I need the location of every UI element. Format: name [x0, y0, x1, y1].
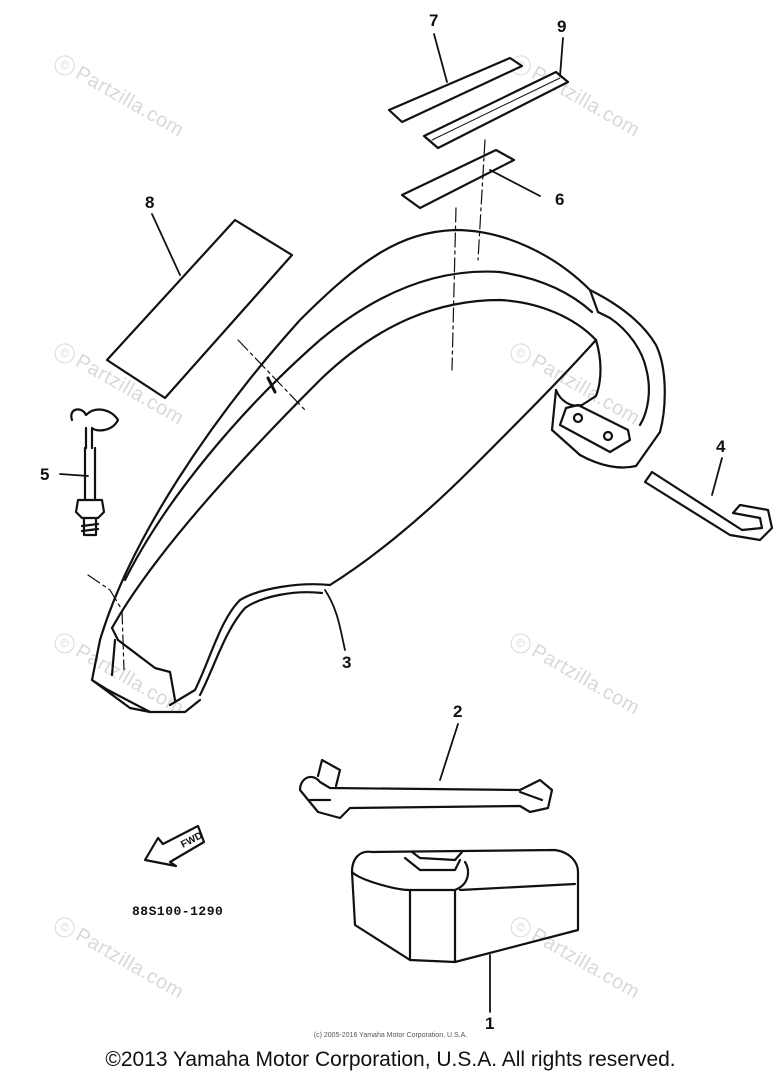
part-3-cover [87, 228, 666, 714]
part-6-sticker [400, 148, 516, 210]
part-number-label: 88S100-1290 [132, 904, 224, 919]
part-7-sticker [387, 56, 524, 124]
callout-3: 3 [342, 653, 352, 672]
part-4-rod [643, 470, 774, 542]
part-8-sticker [105, 218, 294, 400]
callout-8: 8 [145, 193, 155, 212]
fwd-arrow-icon [143, 824, 206, 868]
callout-6: 6 [555, 190, 565, 209]
callout-5: 5 [40, 465, 50, 484]
part-2-strap [298, 758, 554, 820]
part-1-box [350, 848, 580, 964]
part-5-wing-bolt [70, 408, 120, 537]
part-9-sticker [422, 70, 570, 150]
callout-9: 9 [557, 17, 567, 36]
callout-4: 4 [716, 437, 726, 456]
small-copyright: (c) 2005-2016 Yamaha Motor Corporation, … [313, 1032, 468, 1039]
copyright-notice: ©2013 Yamaha Motor Corporation, U.S.A. A… [105, 1048, 676, 1071]
callout-2: 2 [453, 702, 463, 721]
callout-7: 7 [429, 11, 439, 30]
callout-1: 1 [485, 1014, 495, 1033]
